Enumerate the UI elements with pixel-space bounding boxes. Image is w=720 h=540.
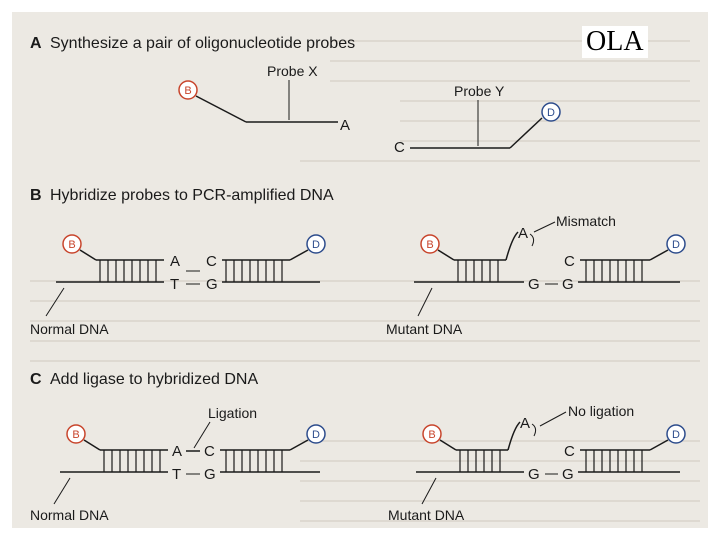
section-c: C Add ligase to hybridized DNA Ligation … (30, 371, 686, 523)
digoxigenin-icon-label: D (672, 239, 680, 251)
biotin-icon-label: B (68, 239, 75, 251)
mutant-b-label: Mutant DNA (386, 321, 463, 337)
biotin-icon-label: B (426, 239, 433, 251)
normal-dna-ligated-c: Ligation B A C (30, 405, 326, 523)
biotin-icon (178, 80, 198, 100)
mutant-c-label: Mutant DNA (388, 507, 465, 523)
section-a: A Synthesize a pair of oligonucleotide p… (30, 35, 561, 156)
normal-c-top-right-base: C (204, 443, 215, 460)
section-b-letter: B (30, 187, 42, 204)
mutant-c-bottom-right-base: G (562, 466, 574, 483)
normal-dna-hybrid-b: B A C (30, 234, 326, 337)
biotin-icon (62, 234, 82, 254)
corner-title: OLA (582, 26, 648, 58)
mutant-b-top-left-base: A (518, 225, 528, 242)
digoxigenin-icon (541, 102, 561, 122)
section-a-letter: A (30, 35, 42, 52)
probe-x-label: Probe X (267, 63, 318, 79)
biotin-icon-label: B (428, 429, 435, 441)
normal-c-bottom-right-base: G (204, 466, 216, 483)
biotin-icon (66, 424, 86, 444)
probe-y-label: Probe Y (454, 83, 505, 99)
biotin-icon-label: B (72, 429, 79, 441)
probe-x-end-base: A (340, 117, 350, 134)
mutant-c-top-left-base: A (520, 415, 530, 432)
mutant-b-top-right-base: C (564, 253, 575, 270)
mutant-b-bottom-left-base: G (528, 276, 540, 293)
digoxigenin-icon (666, 424, 686, 444)
no-ligation-label: No ligation (568, 403, 634, 419)
mutant-b-bottom-right-base: G (562, 276, 574, 293)
probe-y-end-base: C (394, 139, 405, 156)
section-a-title: Synthesize a pair of oligonucleotide pro… (50, 35, 355, 52)
digoxigenin-icon-label: D (547, 107, 555, 119)
mismatch-label: Mismatch (556, 213, 616, 229)
normal-b-label: Normal DNA (30, 321, 109, 337)
digoxigenin-icon (306, 424, 326, 444)
section-b-title: Hybridize probes to PCR-amplified DNA (50, 187, 334, 204)
normal-b-top-right-base: C (206, 253, 217, 270)
section-c-letter: C (30, 371, 42, 388)
mutant-dna-unligated-c: B A No ligation C (388, 403, 686, 523)
probe-x: B Probe X A (178, 63, 350, 134)
digoxigenin-icon (666, 234, 686, 254)
normal-b-bottom-left-base: T (170, 276, 179, 293)
probe-y: Probe Y C D (394, 83, 561, 156)
biotin-icon (422, 424, 442, 444)
normal-c-label: Normal DNA (30, 507, 109, 523)
digoxigenin-icon-label: D (312, 429, 320, 441)
normal-c-top-left-base: A (172, 443, 182, 460)
section-b: B Hybridize probes to PCR-amplified DNA … (30, 187, 686, 337)
digoxigenin-icon-label: D (672, 429, 680, 441)
mutant-dna-hybrid-b: B A Mismatch C (386, 213, 686, 337)
mutant-c-bottom-left-base: G (528, 466, 540, 483)
biotin-icon-label: B (184, 85, 191, 97)
normal-b-top-left-base: A (170, 253, 180, 270)
normal-c-bottom-left-base: T (172, 466, 181, 483)
normal-b-bottom-right-base: G (206, 276, 218, 293)
mutant-c-top-right-base: C (564, 443, 575, 460)
ligation-label: Ligation (208, 405, 257, 421)
biotin-icon (420, 234, 440, 254)
digoxigenin-icon (306, 234, 326, 254)
section-c-title: Add ligase to hybridized DNA (50, 371, 258, 388)
digoxigenin-icon-label: D (312, 239, 320, 251)
